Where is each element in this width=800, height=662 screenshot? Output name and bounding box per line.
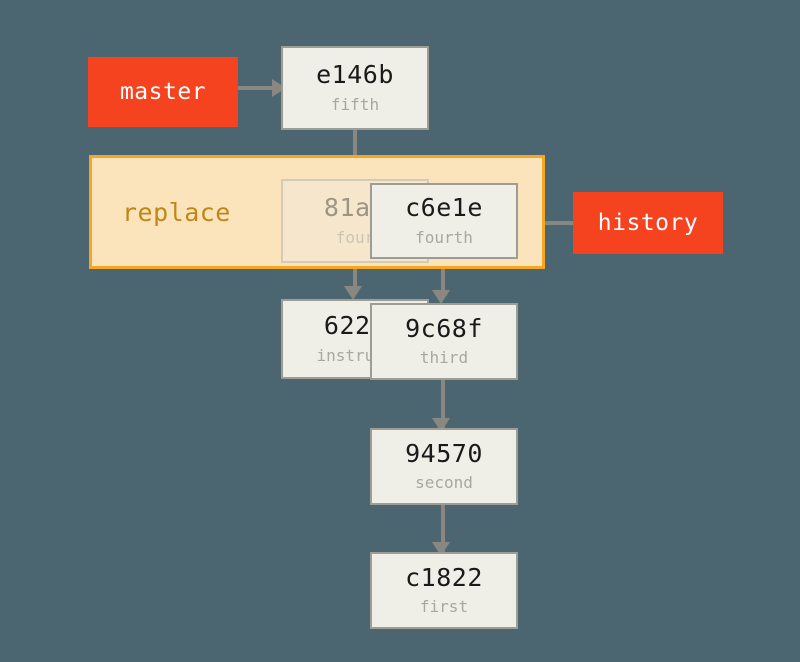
ref-label-master-text: master	[119, 79, 207, 105]
commit-message-fourth-original: four	[335, 227, 375, 247]
connector-history-to-fourth	[517, 221, 575, 225]
connector-master-to-fifth	[238, 86, 288, 90]
commit-message-third: third	[419, 348, 469, 368]
commit-message-first: first	[419, 597, 469, 617]
arrowhead-fourth-to-third	[432, 290, 450, 304]
commit-hash-second: 94570	[405, 438, 483, 468]
commit-message-fifth: fifth	[330, 94, 380, 114]
commit-hash-third: 9c68f	[405, 313, 483, 343]
connector-second-to-first	[441, 504, 445, 554]
commit-node-third[interactable]: 9c68f third	[370, 303, 518, 380]
connector-oldfourth-to-instructions	[353, 268, 357, 290]
connector-third-to-second	[441, 380, 445, 430]
commit-hash-fifth: e146b	[316, 60, 394, 90]
arrowhead-oldfourth-to-instructions	[344, 286, 362, 300]
commit-node-second[interactable]: 94570 second	[370, 428, 518, 505]
ref-label-history-text: history	[597, 210, 699, 236]
replace-region-label: replace	[122, 197, 231, 227]
commit-message-fourth-replacement: fourth	[415, 227, 473, 247]
connector-fourth-to-third	[441, 256, 445, 298]
commit-node-fifth[interactable]: e146b fifth	[281, 46, 429, 130]
commit-hash-first: c1822	[405, 562, 483, 592]
commit-node-first[interactable]: c1822 first	[370, 552, 518, 629]
commit-message-second: second	[415, 473, 473, 493]
commit-node-fourth-replacement[interactable]: c6e1e fourth	[370, 183, 518, 259]
ref-label-history[interactable]: history	[573, 192, 723, 254]
commit-hash-fourth-replacement: c6e1e	[405, 193, 483, 223]
ref-label-master[interactable]: master	[88, 57, 238, 127]
